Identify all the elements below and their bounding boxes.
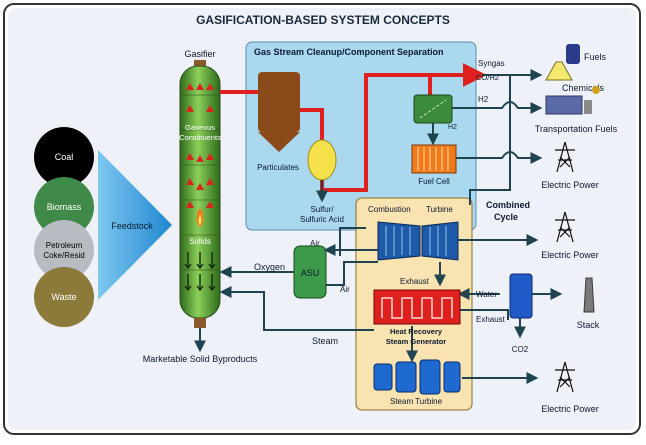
steam-turbine-label: Steam Turbine [390,397,443,406]
h2-label: H2 [478,95,489,104]
cycle-label: Cycle [494,212,518,222]
diagram-title: GASIFICATION-BASED SYSTEM CONCEPTS [196,13,450,27]
gasifier-label: Gasifier [184,49,215,59]
turbine [421,221,459,261]
electric-power-label-1: Electric Power [541,180,599,190]
solids-label: Solids [189,237,211,246]
electric-power-label-2: Electric Power [541,250,599,260]
air-label-1: Air [310,239,320,248]
gasifier-bands [181,94,219,271]
feedstock-arrow [98,150,172,300]
particulates-label: Particulates [257,163,299,172]
co-h2-label: CO/H2 [476,73,499,82]
co2-label: CO2 [512,345,529,354]
power-tower-icon [555,211,575,243]
feedstock-label: Feedstock [111,221,153,231]
combined-label: Combined [486,200,530,210]
fuel-barrel-icon [566,44,580,64]
coal-label: Coal [55,152,74,162]
sulfur-removal-vessel [307,139,337,181]
sulfur-label: Sulfur/ [310,205,334,214]
gasifier-nozzle-top [194,60,206,68]
combustion-label: Combustion [368,205,411,214]
solids-down-arrows [184,252,216,292]
h2-inner-label: H2 [448,124,457,131]
stack-label: Stack [577,320,600,330]
fuels-label: Fuels [584,52,607,62]
power-tower-icon [555,141,575,173]
coal-circle [34,127,94,187]
heat-recovery-steam-generator [373,289,461,325]
air-label-2: Air [340,285,350,294]
electric-power-label-3: Electric Power [541,404,599,414]
petroleum-label: Petroleum [46,241,83,250]
utility-pipes [219,227,563,384]
gas-flow-arrows [186,83,214,208]
exhaust-label-2: Exhaust [476,315,506,324]
fuel-station-icon [545,95,583,115]
hrsg-label-2: Steam Generator [386,337,447,346]
coke-resid-label: Coke/Resid [43,251,84,260]
syngas-label: Syngas [478,59,505,68]
constituents-label: Constituents [179,133,221,142]
asu-label: ASU [301,268,320,278]
water-label: Water [476,290,497,299]
gasifier-nozzle-bottom [194,318,206,328]
cleanup-title: Gas Stream Cleanup/Component Separation [254,47,444,57]
biomass-label: Biomass [47,202,82,212]
fuel-cell-label: Fuel Cell [418,177,450,186]
waste-circle [34,267,94,327]
biomass-circle [34,177,94,237]
hrsg-label-1: Heat Recovery [390,327,443,336]
oxygen-label: Oxygen [254,262,285,272]
steam-turbine [373,359,461,395]
steam-label: Steam [312,336,338,346]
fuel-cell [411,144,457,174]
compressor [377,221,421,261]
petroleum-circle [34,220,94,280]
turbine-label: Turbine [426,205,453,214]
exhaust-label-1: Exhaust [400,277,430,286]
waste-label: Waste [51,292,76,302]
sulfuric-acid-label: Sulfuric Acid [300,215,344,224]
chemical-flask-icon [545,61,573,81]
chemicals-label: Chemicals [562,83,605,93]
gaseous-label: Gaseous [185,123,215,132]
marketable-byproducts-label: Marketable Solid Byproducts [143,354,258,364]
transportation-fuels-label: Transportation Fuels [535,124,618,134]
power-tower-icon [555,361,575,393]
co2-separator [509,273,533,319]
output-pipes [452,69,543,205]
stack-chimney [583,277,595,313]
particulates-separator [258,72,300,132]
